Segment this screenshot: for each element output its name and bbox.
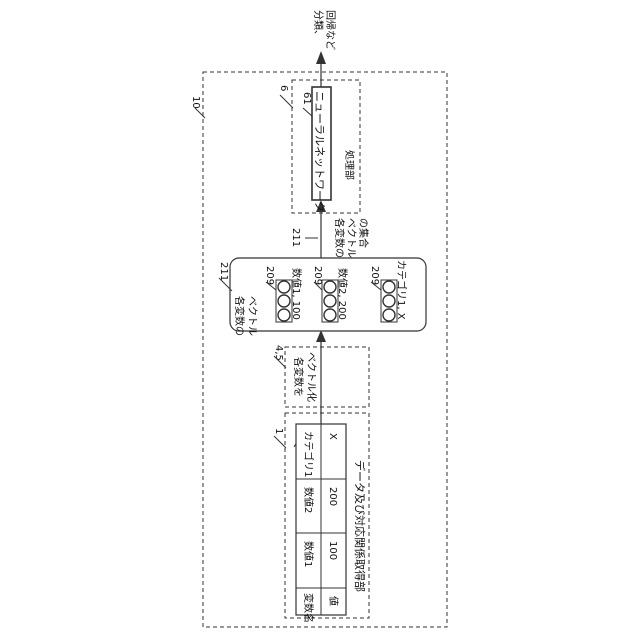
data-table: 変数名 値 数値1 100 数値2 200 カテゴリ1 X bbox=[296, 424, 346, 623]
processor-ref: 6 bbox=[278, 85, 289, 91]
output-line2: 回帰など bbox=[324, 10, 337, 50]
acquisition-name: データ及び対応関係取得部 bbox=[353, 460, 367, 592]
vector-set-line2: ベクトル bbox=[345, 218, 357, 258]
table-col-name: 数値2 bbox=[302, 487, 315, 513]
system-ref: 10 bbox=[190, 96, 201, 109]
vector-group-line2: ベクトル bbox=[246, 296, 258, 336]
table-value-label: 値 bbox=[327, 596, 340, 606]
vector-cells bbox=[381, 280, 397, 322]
vector-ref: 209 bbox=[264, 266, 275, 285]
network-name: ニューラルネットワーク bbox=[313, 91, 326, 212]
vector-ref: 209 bbox=[369, 266, 380, 285]
processor-name: 処理部 bbox=[343, 150, 356, 180]
table-cell-value: 200 bbox=[327, 487, 338, 506]
vector-label: カテゴリ1, X bbox=[395, 260, 408, 320]
arrowhead-icon bbox=[316, 330, 326, 342]
acquisition-leader bbox=[274, 436, 286, 448]
arrowhead-icon bbox=[316, 51, 326, 64]
table-cell-value: 100 bbox=[327, 541, 338, 560]
network-ref: 61 bbox=[301, 92, 312, 105]
vectorizer-line1: 各変数を bbox=[292, 357, 305, 397]
processor-leader bbox=[280, 95, 293, 108]
output-line1: 分類、 bbox=[312, 10, 324, 40]
vectorizer-line2: ベクトル化 bbox=[305, 352, 318, 402]
vector-set-line1: 各変数の bbox=[333, 218, 346, 258]
vector-cells bbox=[276, 280, 292, 322]
vector-set-line3: の集合 bbox=[357, 218, 370, 248]
vector-label: 数値2, 200 bbox=[336, 268, 349, 320]
table-header: 変数名 bbox=[302, 593, 315, 623]
vector-cells bbox=[322, 280, 338, 322]
table-cell-value: X bbox=[327, 433, 338, 440]
vectorizer-ref: 4,5 bbox=[273, 345, 284, 361]
acquisition-ref: 1 bbox=[273, 428, 284, 434]
table-col-name: カテゴリ1 bbox=[302, 431, 315, 477]
vector-label: 数値1, 100 bbox=[290, 268, 303, 320]
table-col-name: 数値1 bbox=[302, 541, 315, 567]
vector-group-line1: 各変数の bbox=[233, 296, 246, 336]
vector-ref: 209 bbox=[312, 266, 323, 285]
vector-set-ref: 211 bbox=[290, 228, 301, 247]
